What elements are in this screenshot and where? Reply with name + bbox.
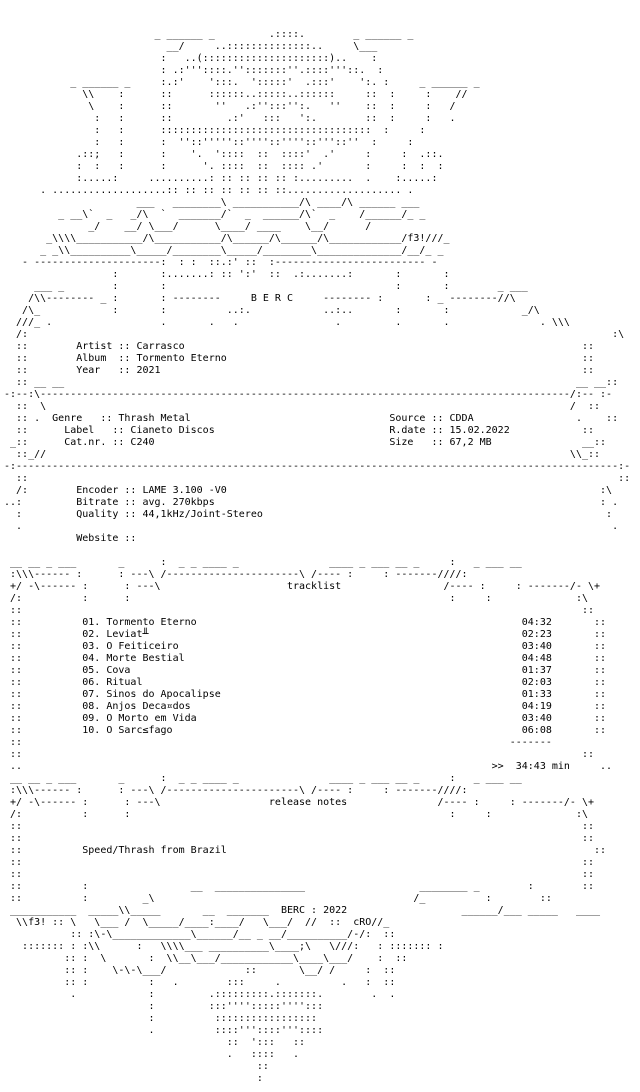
- nfo-art: _ ______ _ .::::. _ ______ _ __/ ..:::::…: [4, 29, 631, 1084]
